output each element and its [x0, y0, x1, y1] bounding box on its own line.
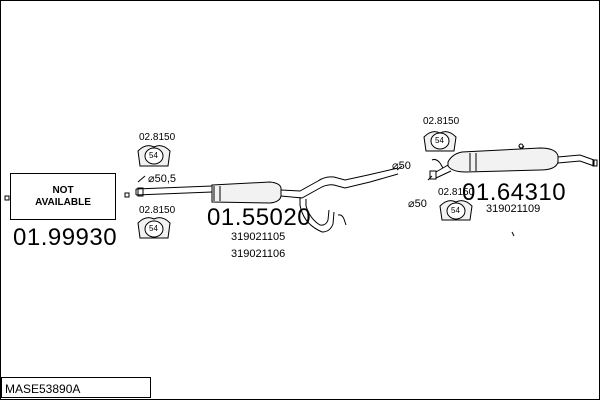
clamp-ref-rear-top[interactable]: 02.8150 — [423, 116, 460, 127]
clamp-size-mid-bottom: 54 — [149, 224, 158, 233]
clamp-icon-rear-top — [423, 131, 457, 152]
inlet-connector-marker — [124, 192, 130, 198]
mid-section-part-number[interactable]: 01.55020 — [207, 204, 312, 231]
not-available-line-1: NOT — [52, 184, 74, 196]
clamp-ref-mid-bottom[interactable]: 02.8150 — [139, 205, 176, 216]
mid-section-pipe — [135, 167, 399, 233]
mid-pipe-diameter: ⌀50,5 — [148, 173, 177, 185]
not-available-part-number[interactable]: 01.99930 — [13, 224, 118, 251]
rear-section-part-number[interactable]: 01.64310 — [462, 179, 567, 206]
clamp-size-rear-bottom: 54 — [451, 206, 460, 215]
clamp-ref-mid-top[interactable]: 02.8150 — [139, 132, 176, 143]
not-available-box: NOT AVAILABLE — [10, 173, 116, 220]
mid-diameter-leader — [137, 175, 146, 183]
clamp-icon-mid-bottom — [137, 217, 171, 239]
mid-oem-ref-1: 319021105 — [231, 231, 286, 243]
rear-diameter-leader-2 — [427, 175, 433, 181]
clamp-icon-rear-bottom — [439, 200, 473, 221]
rear-diameter-leader-1 — [396, 165, 403, 171]
clamp-size-rear-top: 54 — [435, 136, 444, 145]
not-available-line-2: AVAILABLE — [35, 196, 91, 208]
rear-pipe-diameter-2: ⌀50 — [408, 198, 427, 210]
rear-pipe-diameter-1: ⌀50 — [392, 160, 411, 172]
clamp-icon-mid-top — [137, 145, 171, 167]
clamp-size-mid-top: 54 — [149, 151, 158, 160]
diagram-code: MASE53890A — [1, 377, 151, 398]
rear-oem-ref: 319021109 — [486, 203, 541, 215]
rear-section-pipe — [429, 143, 598, 237]
clamp-ref-rear-bottom[interactable]: 02.8150 — [438, 187, 475, 198]
mid-oem-ref-2: 319021106 — [231, 248, 286, 260]
left-connector-marker — [4, 195, 10, 201]
